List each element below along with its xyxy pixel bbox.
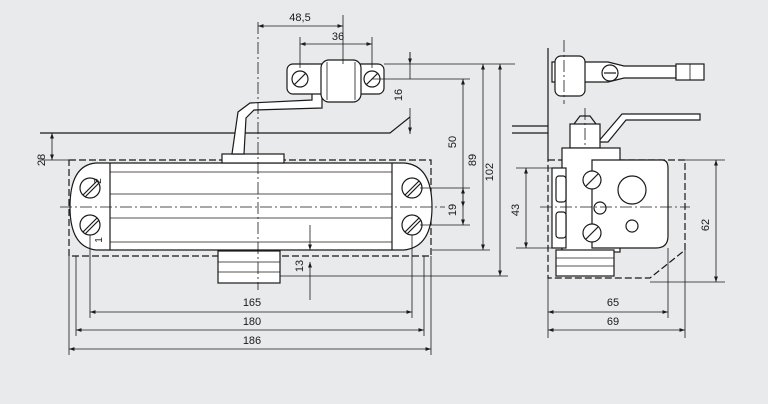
dim-165: 165 [243,297,261,309]
dim-48-5: 48,5 [289,12,310,24]
dim-36: 36 [332,31,344,43]
front-dimensions: 48,5 36 16 50 89 102 19 28 [36,12,515,355]
dim-102: 102 [484,163,496,181]
side-screw-bottom [582,223,602,243]
frame-profile [512,48,549,134]
dim-65: 65 [607,297,619,309]
screw-label-2: 2 [93,178,104,184]
dim-28: 28 [36,154,48,166]
side-view [512,40,705,279]
frame-line [40,116,411,134]
bottom-cap [217,250,281,284]
screw-bottom-right [401,214,423,236]
dim-43: 43 [510,204,522,216]
dim-50: 50 [447,136,459,148]
dim-13: 13 [294,260,306,272]
side-dimensions: 43 62 65 69 [510,159,725,338]
dim-186: 186 [243,335,261,347]
arm-joint [320,59,362,103]
spindle-cap [221,153,285,164]
front-view: 2 1 [40,22,445,290]
arm [231,91,323,155]
shoe-screw-left [291,70,309,88]
screw-bottom-left [79,214,101,236]
side-screw-top [582,170,602,190]
closer-body [69,162,433,251]
side-shoe [554,55,586,97]
side-bottom-cap [555,249,615,277]
side-lower-arm [596,113,701,143]
dim-89: 89 [467,154,479,166]
dim-16: 16 [393,89,405,101]
screw-top-left [79,177,101,199]
dim-69: 69 [607,316,619,328]
screw-label-1: 1 [94,237,105,243]
screw-top-right [401,177,423,199]
dim-19: 19 [447,204,459,216]
dim-180: 180 [243,316,261,328]
dim-62: 62 [700,219,712,231]
side-valve [617,175,647,205]
